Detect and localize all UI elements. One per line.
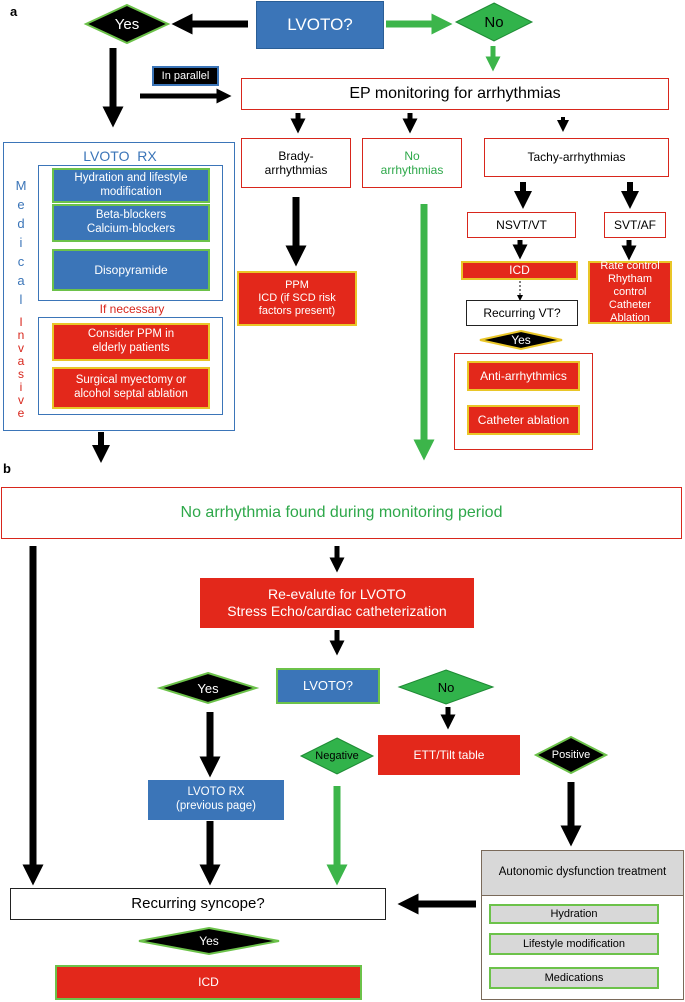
icd-box-b: ICD: [55, 965, 362, 1000]
yes-label-syncope: Yes: [199, 934, 219, 948]
no-label-a: No: [484, 13, 504, 31]
lvoto-rx-panel: [3, 142, 235, 431]
medications-box-b: Medications: [489, 967, 659, 989]
no-arrhythmias-box: No arrhythmias: [362, 138, 462, 188]
invasive-letter: v: [18, 393, 24, 407]
medical-letter: l: [19, 292, 23, 307]
beta-blockers-box: Beta-blockers Calcium-blockers: [52, 204, 210, 242]
invasive-letter: a: [17, 354, 25, 368]
medical-letter: e: [17, 197, 25, 212]
invasive-letter: s: [18, 367, 24, 381]
surgical-box: Surgical myectomy or alcohol septal abla…: [52, 367, 210, 409]
negative-label: Negative: [315, 750, 359, 762]
invasive-group: [38, 317, 223, 415]
recurring-vt-box: Recurring VT?: [466, 300, 578, 326]
invasive-letter: i: [19, 380, 23, 394]
svt-box: SVT/AF: [604, 212, 666, 238]
nsvt-box: NSVT/VT: [467, 212, 576, 238]
in-parallel-box: In parallel: [152, 66, 219, 86]
rate-control-box: Rate control Rhytham control Catheter Ab…: [588, 260, 672, 324]
vt-treatment-container: [454, 353, 593, 450]
lvoto-question-box-b: LVOTO?: [276, 668, 380, 704]
invasive-letter: n: [17, 328, 25, 342]
medical-letter: i: [19, 235, 23, 250]
lvoto-rx-box-b: LVOTO RX (previous page): [148, 780, 284, 820]
icd-box-a: ICD: [461, 261, 578, 280]
medical-letter: M: [15, 178, 27, 193]
medical-label: M e d i c a l: [14, 176, 28, 309]
reevaluate-box: Re-evalute for LVOTO Stress Echo/cardiac…: [200, 578, 474, 628]
medical-letter: d: [17, 216, 25, 231]
hydration-box: Hydration and lifestyle modification: [52, 168, 210, 203]
lifestyle-box-b: Lifestyle modification: [489, 933, 659, 955]
brady-box: Brady- arrhythmias: [241, 138, 351, 188]
yes-label-b: Yes: [197, 680, 219, 696]
invasive-letter: v: [18, 341, 24, 355]
no-label-b: No: [437, 679, 455, 695]
invasive-letter: I: [19, 315, 23, 329]
medical-letter: c: [17, 254, 25, 269]
autonomic-panel: [481, 850, 684, 1000]
anti-arrhythmics-box: Anti-arrhythmics: [467, 361, 580, 391]
panel-b-label: b: [3, 461, 11, 476]
ppm-box: PPM ICD (if SCD risk factors present): [237, 271, 357, 326]
yes-label-a: Yes: [114, 15, 140, 33]
disopyramide-box: Disopyramide: [52, 249, 210, 291]
autonomic-title-box: Autonomic dysfunction treatment: [482, 851, 683, 896]
lvoto-rx-title: LVOTO RX: [83, 148, 157, 164]
lvoto-question-box: LVOTO?: [256, 1, 384, 49]
ep-monitoring-box: EP monitoring for arrhythmias: [241, 78, 669, 110]
if-necessary-label: If necessary: [99, 302, 165, 316]
medical-group: [38, 165, 223, 301]
positive-label: Positive: [551, 749, 591, 761]
panel-a-label: a: [10, 4, 18, 19]
invasive-label: I n v a s i v e: [14, 316, 28, 420]
ett-box: ETT/Tilt table: [378, 735, 520, 775]
recurring-syncope-box: Recurring syncope?: [10, 888, 386, 920]
medical-letter: a: [17, 273, 25, 288]
yes-label-vt: Yes: [511, 333, 531, 347]
catheter-ablation-box: Catheter ablation: [467, 405, 580, 435]
ppm-elderly-box: Consider PPM in elderly patients: [52, 323, 210, 361]
hydration-box-b: Hydration: [489, 904, 659, 924]
tachy-box: Tachy-arrhythmias: [484, 138, 669, 177]
invasive-letter: e: [17, 406, 25, 420]
no-arrhythmia-found-box: No arrhythmia found during monitoring pe…: [1, 487, 682, 539]
